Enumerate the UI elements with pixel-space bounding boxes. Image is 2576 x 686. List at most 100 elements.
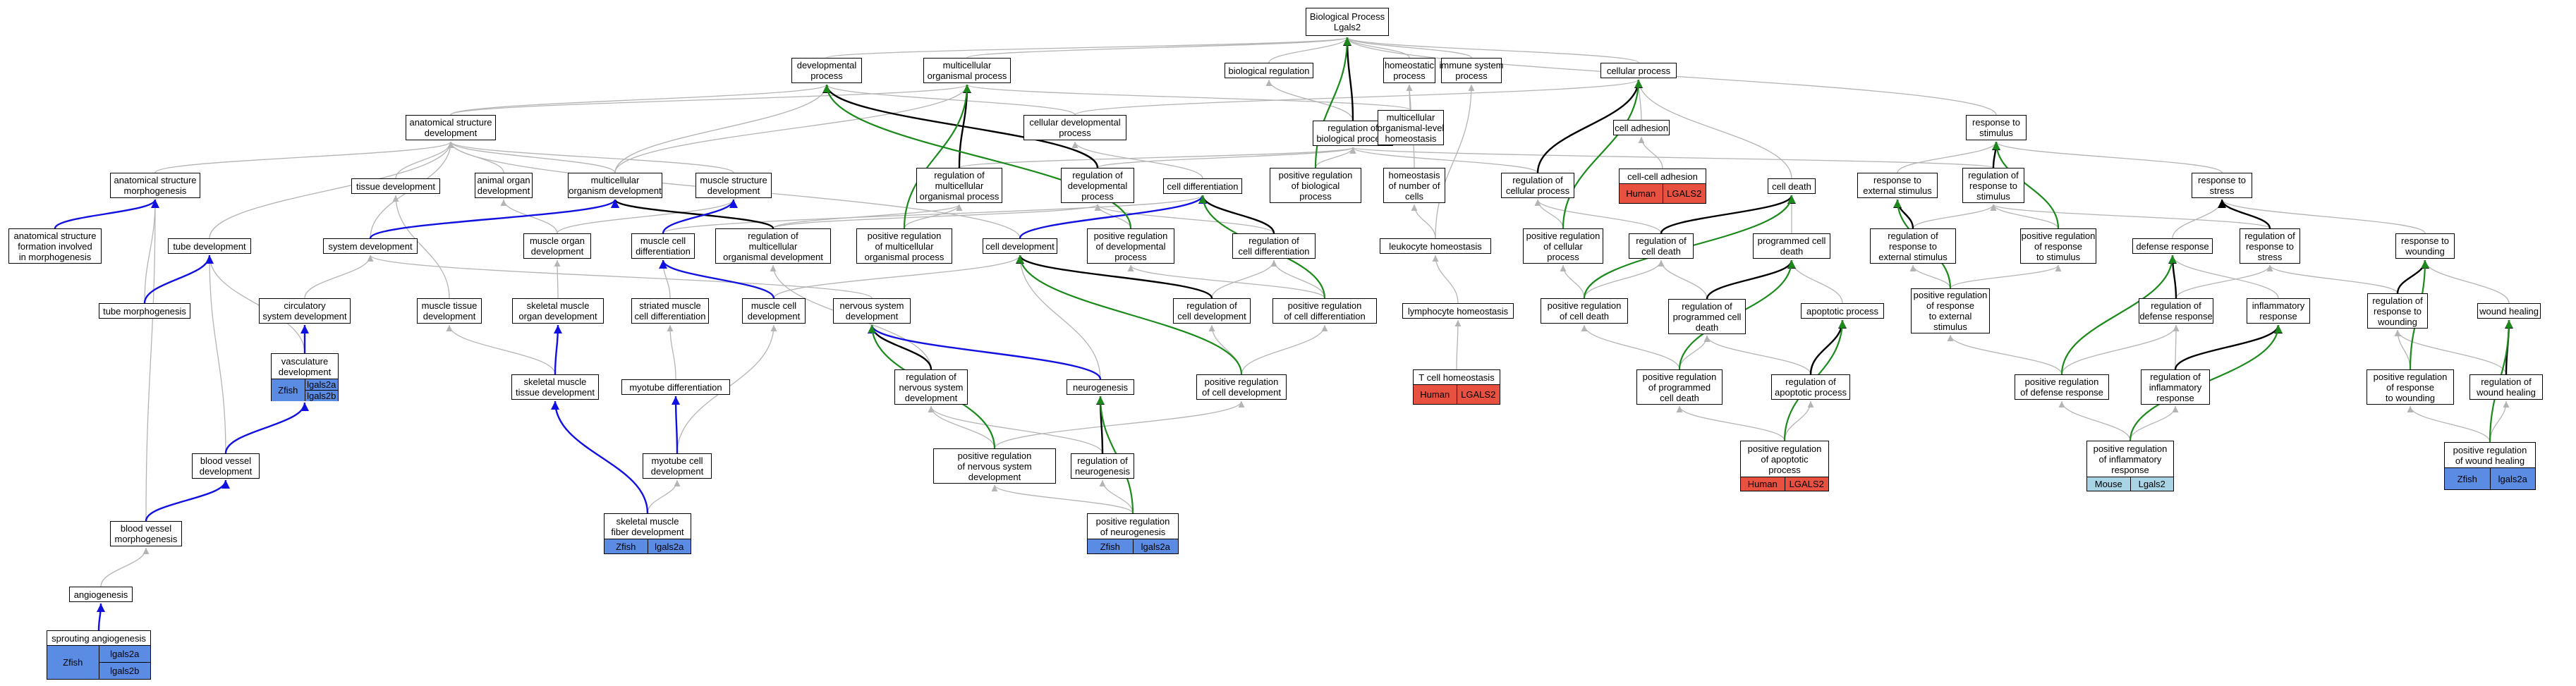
edge-part-of bbox=[2174, 324, 2283, 370]
go-term-tubem[interactable]: tube morphogenesis bbox=[99, 303, 190, 319]
go-term-neuro[interactable]: neurogenesis bbox=[1067, 379, 1134, 395]
go-term-tisdev[interactable]: tissue development bbox=[351, 178, 440, 194]
go-term-defr[interactable]: defense response bbox=[2132, 238, 2213, 254]
go-term-sysdev[interactable]: system development bbox=[323, 238, 418, 254]
go-term-tubedev[interactable]: tube development bbox=[168, 238, 251, 254]
go-term-mtdiff[interactable]: myotube differentiation bbox=[621, 379, 730, 395]
go-term-angio[interactable]: angiogenesis bbox=[69, 587, 133, 602]
go-term-cadh[interactable]: cell adhesion bbox=[1613, 120, 1670, 135]
go-term-cdeath[interactable]: cell death bbox=[1768, 178, 1816, 194]
edge-has-part bbox=[551, 400, 649, 514]
go-term-lymh[interactable]: lymphocyte homeostasis bbox=[1402, 303, 1514, 319]
go-term-label-line: organ development bbox=[518, 311, 597, 321]
go-term-cellp[interactable]: cellular process bbox=[1600, 63, 1677, 78]
go-term-wh[interactable]: wound healing bbox=[2477, 303, 2541, 319]
edge-is-a bbox=[1411, 204, 1436, 239]
go-term-label-line: leukocyte homeostasis bbox=[1389, 240, 1482, 252]
go-term-label-line: regulation of bbox=[1072, 169, 1123, 180]
go-term-bioreg[interactable]: biological regulation bbox=[1225, 63, 1313, 78]
go-term-lh[interactable]: leukocyte homeostasis bbox=[1380, 238, 1491, 254]
go-term-celldev[interactable]: cell development bbox=[983, 238, 1057, 254]
go-term-cdiff[interactable]: cell differentiation bbox=[1163, 178, 1242, 194]
go-term-apop[interactable]: apoptotic process bbox=[1801, 303, 1884, 319]
